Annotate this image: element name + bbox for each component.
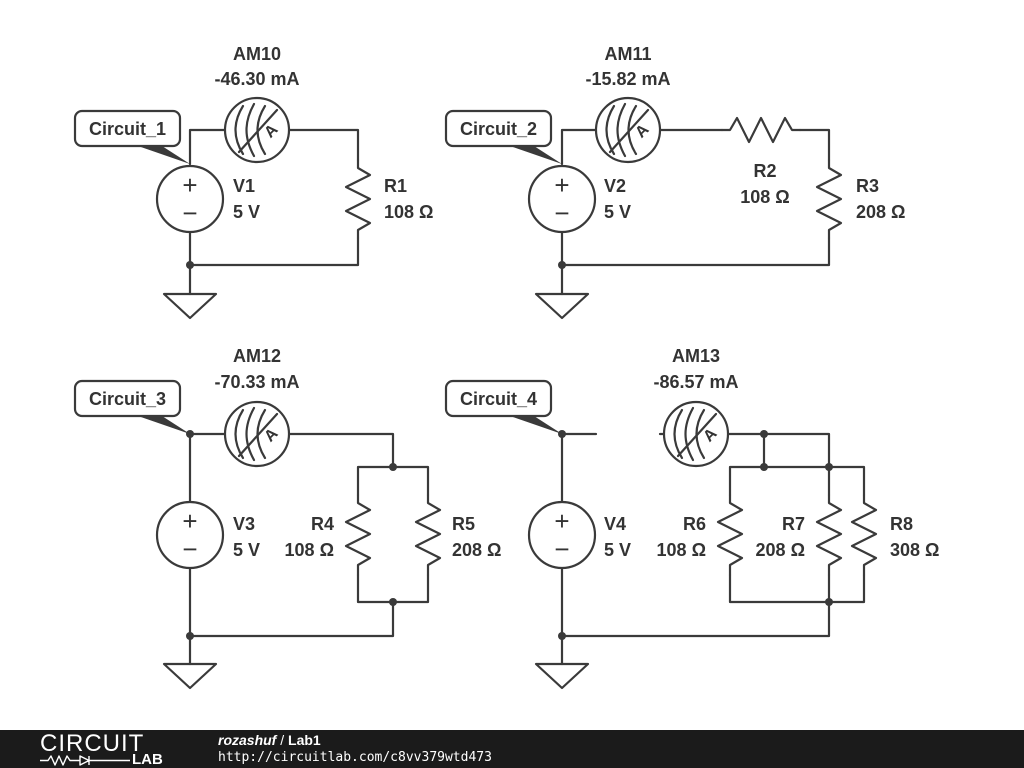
wire: [560, 128, 831, 296]
junction-dot: [825, 463, 833, 471]
ground-icon: [162, 292, 218, 320]
resistor-name: R5: [452, 514, 475, 534]
plus-sign: +: [182, 170, 197, 200]
ammeter-name: AM10: [233, 44, 281, 64]
project-name[interactable]: Lab1: [288, 732, 321, 748]
resistor-r5[interactable]: [414, 493, 442, 577]
schematic-canvas: + − A AM10 -46.30 mA V1 5 V R1 108 Ω Cir…: [73, 44, 939, 690]
source-name: V4: [604, 514, 626, 534]
circuit-tag[interactable]: Circuit_1: [73, 109, 190, 164]
minus-sign: −: [554, 198, 569, 228]
resistor-value: 308 Ω: [890, 540, 939, 560]
voltage-source-v3[interactable]: + −: [155, 500, 225, 570]
junction-dot: [760, 430, 768, 438]
ground-icon: [534, 292, 590, 320]
ammeter-reading: -70.33 mA: [214, 372, 299, 392]
resistor-name: R7: [782, 514, 805, 534]
resistor-value: 108 Ω: [740, 187, 789, 207]
junction-dot: [389, 463, 397, 471]
circuit-2: + − A AM11 -15.82 mA V2 5 V R2 108 Ω R3 …: [444, 44, 905, 320]
circuit-4: + − A AM13 -86.57 mA V4 5 V R6 108 Ω R7 …: [444, 346, 939, 690]
resistor-name: R4: [311, 514, 334, 534]
junction-dot: [389, 598, 397, 606]
ammeter-name: AM12: [233, 346, 281, 366]
author-link[interactable]: rozashuf: [218, 732, 277, 748]
junction-dot: [558, 632, 566, 640]
resistor-r3[interactable]: [815, 158, 843, 240]
logo-text-top: CIRCUIT: [40, 730, 145, 757]
circuit-1: + − A AM10 -46.30 mA V1 5 V R1 108 Ω Cir…: [73, 44, 433, 320]
resistor-value: 108 Ω: [384, 202, 433, 222]
circuit-tag-label: Circuit_3: [89, 389, 166, 409]
junction-dot: [186, 632, 194, 640]
resistor-diode-icon: [40, 755, 130, 766]
voltage-source-v2[interactable]: + −: [527, 164, 597, 234]
ammeter-name: AM13: [672, 346, 720, 366]
ammeter-am10[interactable]: A: [223, 96, 291, 164]
source-name: V2: [604, 176, 626, 196]
resistor-r2[interactable]: [720, 116, 802, 144]
resistor-value: 108 Ω: [657, 540, 706, 560]
source-value: 5 V: [233, 202, 260, 222]
resistor-r4[interactable]: [344, 493, 372, 577]
path-separator: /: [276, 732, 289, 748]
circuit-tag-label: Circuit_4: [460, 389, 537, 409]
circuit-tag-label: Circuit_1: [89, 119, 166, 139]
minus-sign: −: [554, 534, 569, 564]
resistor-name: R6: [683, 514, 706, 534]
voltage-source-v4[interactable]: + −: [527, 500, 597, 570]
resistor-r7[interactable]: [815, 493, 843, 577]
source-value: 5 V: [604, 540, 631, 560]
circuitlab-logo[interactable]: CIRCUIT LAB: [40, 730, 180, 768]
ammeter-am12[interactable]: A: [223, 400, 291, 468]
ammeter-name: AM11: [604, 44, 651, 64]
circuit-tag-label: Circuit_2: [460, 119, 537, 139]
resistor-name: R1: [384, 176, 407, 196]
source-value: 5 V: [233, 540, 260, 560]
footer-bar: CIRCUIT LAB rozashuf / Lab1 http://circu…: [0, 730, 1024, 768]
ammeter-reading: -86.57 mA: [653, 372, 738, 392]
plus-sign: +: [554, 506, 569, 536]
junction-dot: [760, 463, 768, 471]
circuit-tag[interactable]: Circuit_4: [444, 379, 562, 434]
resistor-name: R8: [890, 514, 913, 534]
source-name: V3: [233, 514, 255, 534]
ammeter-reading: -46.30 mA: [214, 69, 299, 89]
resistor-name: R2: [753, 161, 776, 181]
source-name: V1: [233, 176, 255, 196]
voltage-source-v1[interactable]: + −: [155, 164, 225, 234]
resistor-value: 208 Ω: [452, 540, 501, 560]
logo-text-bottom: LAB: [132, 751, 163, 768]
ammeter-am13[interactable]: A: [662, 400, 730, 468]
resistor-name: R3: [856, 176, 879, 196]
ammeter-am11[interactable]: A: [594, 96, 662, 164]
resistor-r8[interactable]: [850, 493, 878, 577]
ground-icon: [534, 662, 590, 690]
junction-dot: [558, 261, 566, 269]
ammeter-reading: -15.82 mA: [585, 69, 670, 89]
project-info: rozashuf / Lab1 http://circuitlab.com/c8…: [218, 731, 492, 767]
resistor-r1[interactable]: [344, 158, 372, 240]
minus-sign: −: [182, 534, 197, 564]
plus-sign: +: [554, 170, 569, 200]
ground-icon: [162, 662, 218, 690]
minus-sign: −: [182, 198, 197, 228]
resistor-value: 208 Ω: [856, 202, 905, 222]
wire: [188, 128, 360, 296]
circuit-tag[interactable]: Circuit_2: [444, 109, 562, 164]
resistor-value: 208 Ω: [756, 540, 805, 560]
plus-sign: +: [182, 506, 197, 536]
project-url[interactable]: http://circuitlab.com/c8vv379wtd473: [218, 750, 492, 765]
junction-dot: [186, 261, 194, 269]
junction-dot: [825, 598, 833, 606]
circuit-3: + − A AM12 -70.33 mA V3 5 V R4 108 Ω R5 …: [73, 346, 501, 690]
source-value: 5 V: [604, 202, 631, 222]
resistor-value: 108 Ω: [285, 540, 334, 560]
circuit-tag[interactable]: Circuit_3: [73, 379, 190, 434]
resistor-r6[interactable]: [716, 493, 744, 577]
